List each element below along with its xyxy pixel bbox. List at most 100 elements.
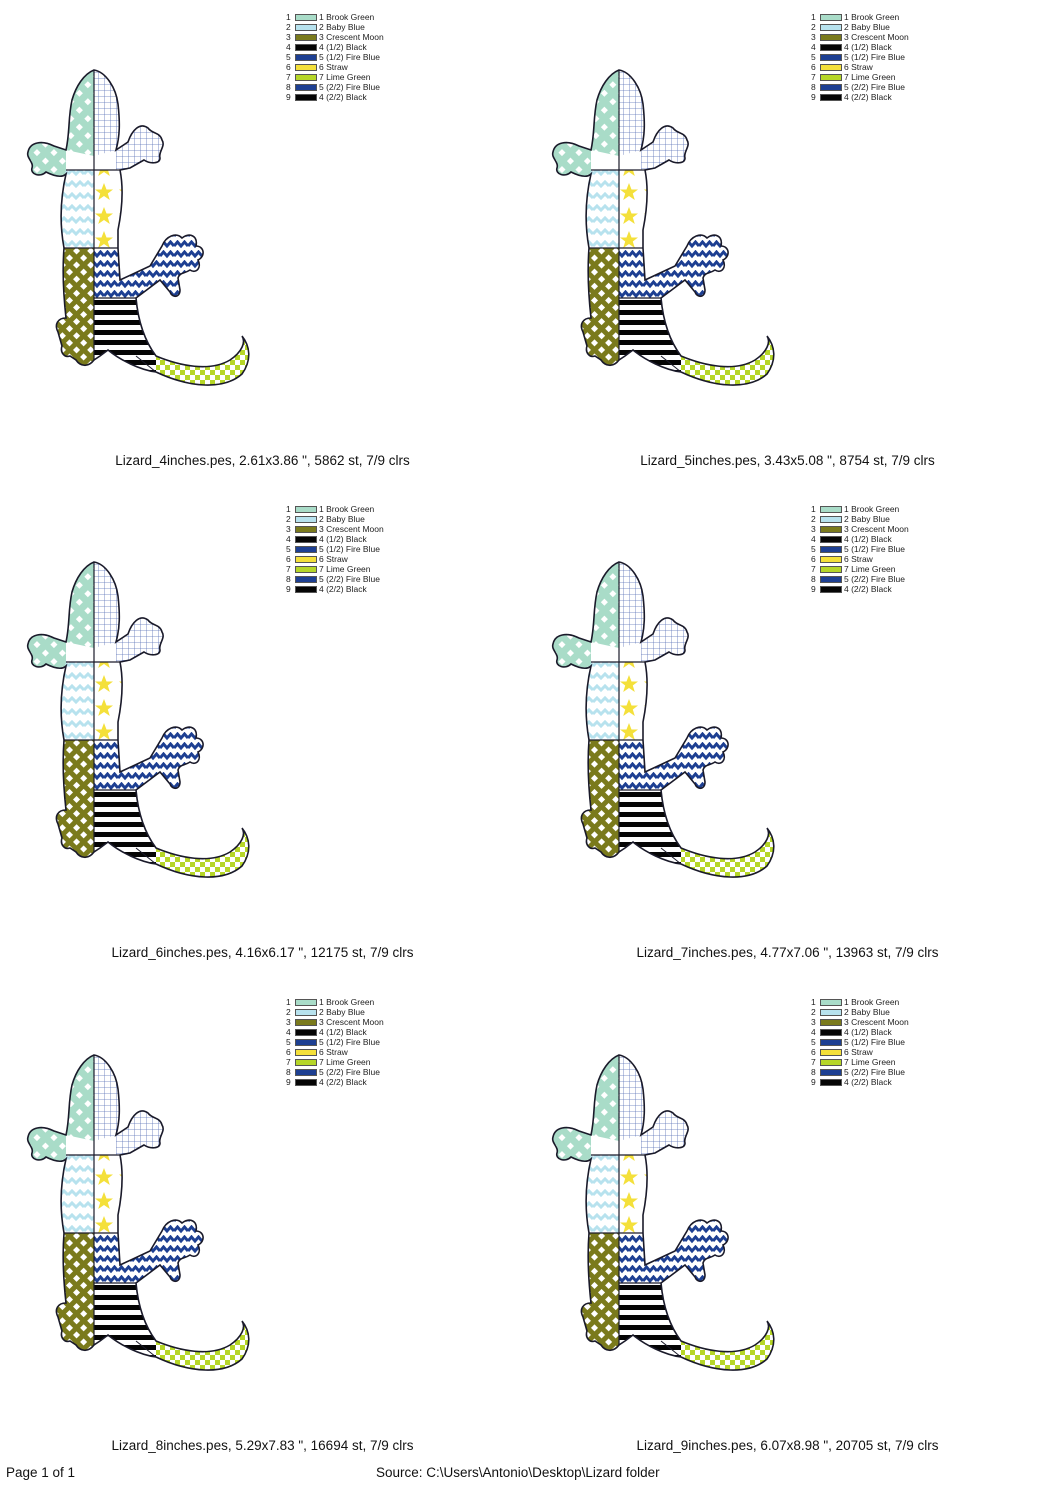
color-swatch (295, 1018, 317, 1026)
color-swatch (820, 1038, 842, 1046)
legend-index: 2 (286, 514, 291, 524)
legend-index: 6 (811, 1047, 816, 1057)
legend-index: 1 (811, 504, 816, 514)
legend-color-name: 4 (1/2) Black (844, 1027, 892, 1037)
legend-index: 2 (811, 514, 816, 524)
legend-color-name: 4 (1/2) Black (319, 42, 367, 52)
legend-index: 7 (811, 564, 816, 574)
legend-color-name: 3 Crescent Moon (319, 32, 384, 42)
legend-color-name: 6 Straw (319, 62, 348, 72)
color-swatch (295, 535, 317, 543)
legend-color-name: 5 (1/2) Fire Blue (319, 1037, 380, 1047)
legend-color-name: 2 Baby Blue (319, 514, 365, 524)
legend-index: 8 (286, 1067, 291, 1077)
legend-index: 6 (811, 62, 816, 72)
color-swatch (295, 1048, 317, 1056)
legend-color-name: 7 Lime Green (319, 1057, 371, 1067)
legend-index: 7 (286, 1057, 291, 1067)
legend-color-name: 6 Straw (844, 62, 873, 72)
color-swatch (820, 1028, 842, 1036)
legend-index: 4 (286, 1027, 291, 1037)
design-caption: Lizard_7inches.pes, 4.77x7.06 ", 13963 s… (636, 945, 939, 960)
legend-index: 2 (811, 1007, 816, 1017)
lizard-icon (551, 69, 775, 386)
legend-color-name: 3 Crescent Moon (844, 32, 909, 42)
color-swatch (295, 555, 317, 563)
legend-color-name: 4 (2/2) Black (844, 1077, 892, 1087)
legend-index: 1 (286, 997, 291, 1007)
color-swatch (295, 998, 317, 1006)
color-swatch (820, 83, 842, 91)
legend-index: 9 (811, 92, 816, 102)
legend-index: 9 (286, 92, 291, 102)
legend-index: 1 (286, 504, 291, 514)
legend-color-name: 4 (1/2) Black (319, 1027, 367, 1037)
legend-index: 4 (811, 1027, 816, 1037)
color-swatch (820, 1018, 842, 1026)
legend-color-name: 5 (2/2) Fire Blue (844, 574, 905, 584)
lizard-icon (26, 69, 250, 386)
legend-color-name: 4 (1/2) Black (844, 534, 892, 544)
lizard-embroidery-image (20, 60, 260, 390)
color-swatch (295, 1028, 317, 1036)
color-swatch (820, 998, 842, 1006)
lizard-embroidery-image (20, 552, 260, 882)
legend-row: 4 4 (1/2) Black (811, 1027, 909, 1037)
color-swatch (295, 565, 317, 573)
legend-index: 6 (286, 554, 291, 564)
legend-color-name: 2 Baby Blue (844, 22, 890, 32)
color-swatch (820, 43, 842, 51)
legend-color-name: 6 Straw (844, 554, 873, 564)
legend-index: 2 (286, 22, 291, 32)
legend-color-name: 5 (2/2) Fire Blue (319, 82, 380, 92)
legend-index: 3 (811, 524, 816, 534)
color-swatch (295, 93, 317, 101)
legend-index: 9 (811, 584, 816, 594)
legend-index: 1 (811, 12, 816, 22)
legend-index: 3 (286, 32, 291, 42)
legend-row: 2 2 Baby Blue (811, 1007, 909, 1017)
color-swatch (820, 535, 842, 543)
legend-index: 9 (286, 1077, 291, 1087)
legend-index: 5 (286, 1037, 291, 1047)
legend-index: 2 (286, 1007, 291, 1017)
design-caption: Lizard_9inches.pes, 6.07x8.98 ", 20705 s… (636, 1438, 939, 1453)
legend-index: 4 (286, 42, 291, 52)
legend-index: 9 (286, 584, 291, 594)
legend-color-name: 5 (2/2) Fire Blue (844, 1067, 905, 1077)
color-swatch (295, 505, 317, 513)
legend-index: 7 (811, 72, 816, 82)
legend-color-name: 4 (2/2) Black (319, 92, 367, 102)
legend-color-name: 7 Lime Green (319, 72, 371, 82)
color-swatch (295, 1008, 317, 1016)
color-swatch (295, 1058, 317, 1066)
color-swatch (295, 585, 317, 593)
design-caption: Lizard_5inches.pes, 3.43x5.08 ", 8754 st… (640, 453, 935, 468)
color-swatch (820, 73, 842, 81)
legend-color-name: 2 Baby Blue (844, 1007, 890, 1017)
legend-index: 3 (286, 1017, 291, 1027)
color-swatch (820, 53, 842, 61)
legend-row: 4 4 (1/2) Black (286, 42, 384, 52)
legend-color-name: 1 Brook Green (844, 997, 900, 1007)
legend-row: 2 2 Baby Blue (286, 514, 384, 524)
